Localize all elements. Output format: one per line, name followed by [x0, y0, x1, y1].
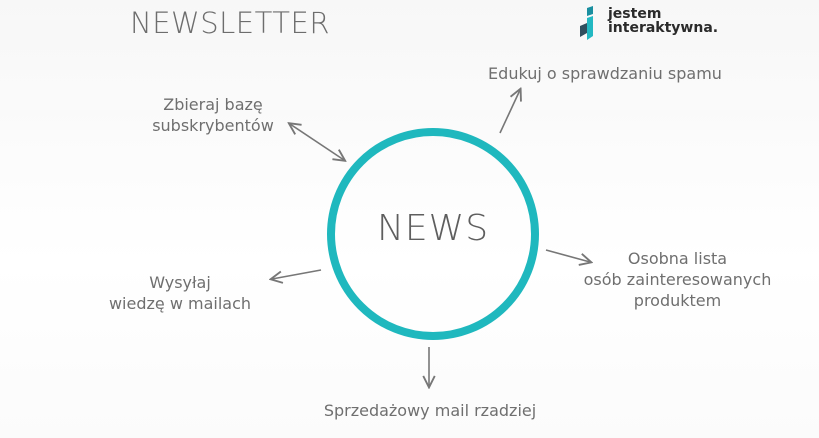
- node-text-line: subskrybentów: [152, 116, 274, 135]
- center-label: NEWS: [376, 208, 490, 249]
- node-separate-list: Osobna lista osób zainteresowanych produ…: [575, 248, 780, 311]
- center-circle: [327, 128, 539, 340]
- node-send-knowledge: Wysyłaj wiedzę w mailach: [100, 272, 260, 314]
- node-text-line: Wysyłaj: [149, 273, 211, 292]
- node-spam-education: Edukuj o sprawdzaniu spamu: [480, 63, 730, 84]
- logo-text-line1: jestem: [608, 6, 662, 22]
- logo-mark-icon: [580, 6, 593, 40]
- arrow-top-right: [499, 90, 520, 134]
- node-text-line: Osobna lista: [627, 249, 728, 268]
- slide-title: NEWSLETTER: [130, 6, 330, 40]
- node-collect-subscribers: Zbieraj bazę subskrybentów: [138, 94, 288, 136]
- brand-logo: jestem interaktywna.: [578, 6, 718, 40]
- node-text-line: wiedzę w mailach: [108, 294, 252, 313]
- node-text-line: Zbieraj bazę: [163, 95, 263, 114]
- node-text-line: Sprzedażowy mail rzadziej: [323, 401, 537, 420]
- node-sales-mail: Sprzedażowy mail rzadziej: [300, 400, 560, 421]
- logo-text-line2: interaktywna.: [608, 20, 719, 36]
- node-text-line: produktem: [633, 291, 722, 310]
- arrow-left: [272, 269, 322, 279]
- node-text-line: osób zainteresowanych: [583, 270, 772, 289]
- arrow-top-left: [290, 124, 344, 160]
- arrow-right: [545, 249, 590, 262]
- node-text-line: Edukuj o sprawdzaniu spamu: [488, 64, 722, 83]
